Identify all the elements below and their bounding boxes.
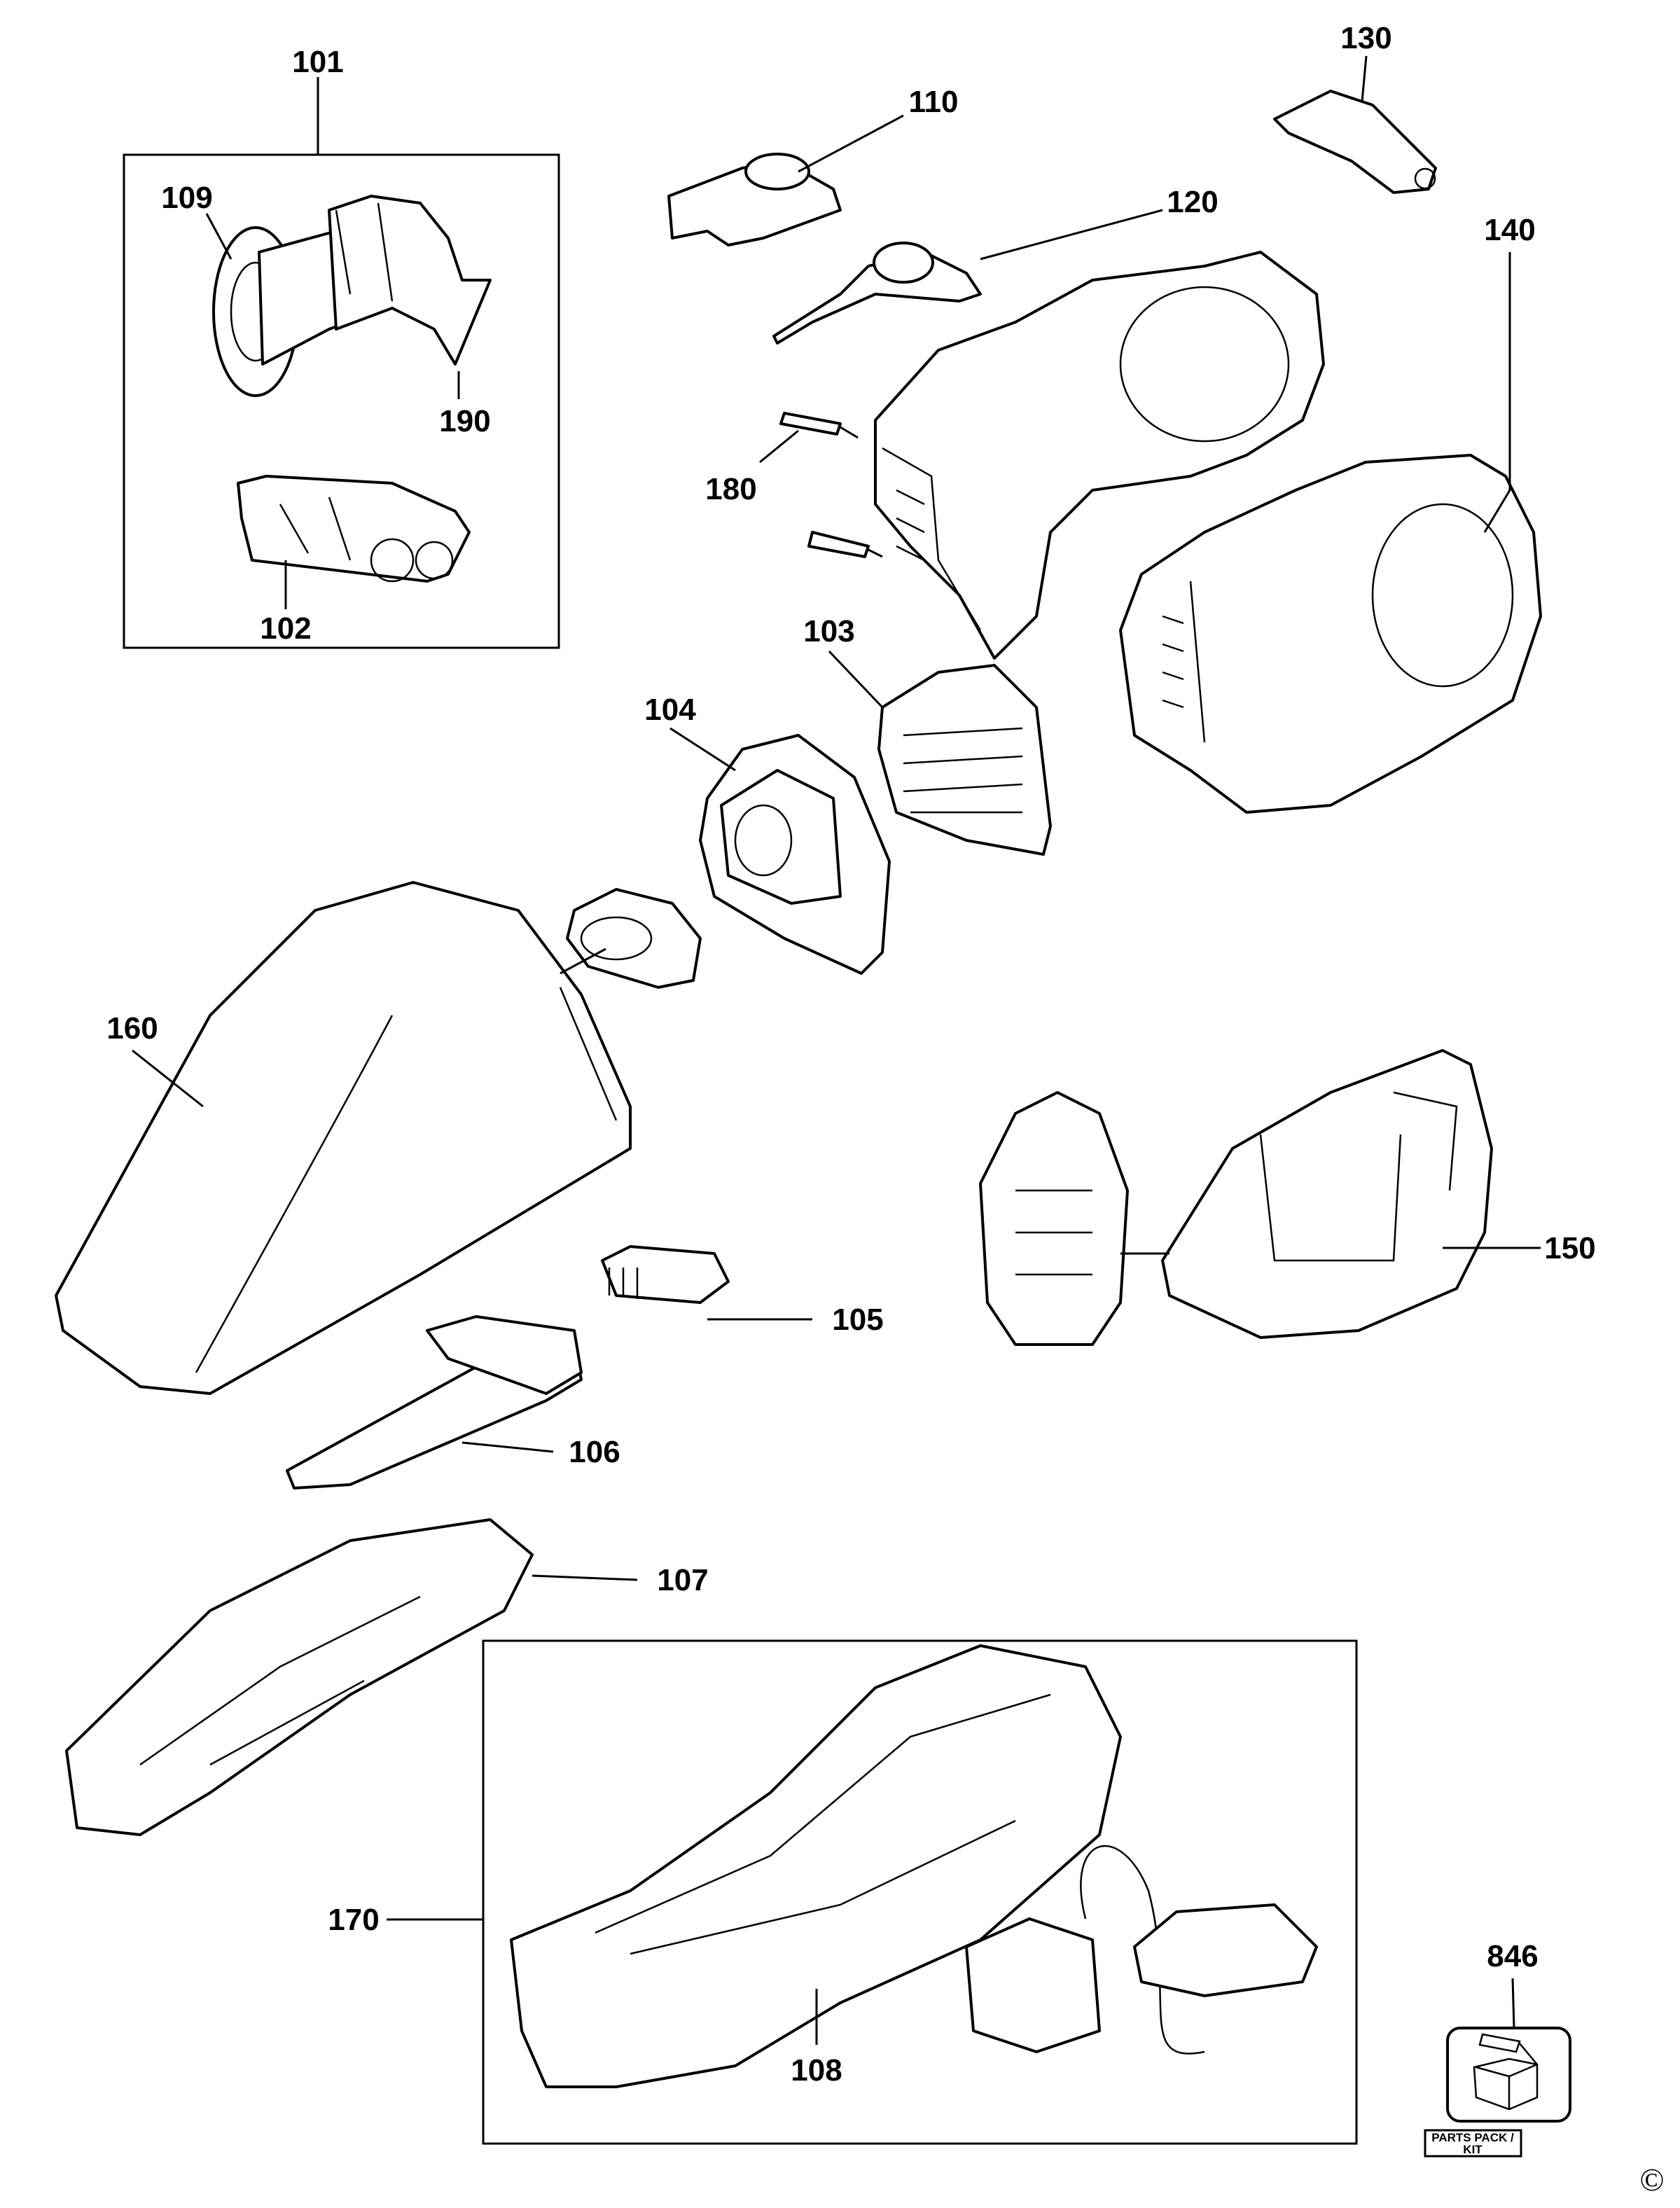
leader-170-108 [387,1918,818,2045]
part-180-screws[interactable] [779,412,870,558]
group-170-frame [482,1639,1358,2145]
label-110: 110 [909,85,959,119]
label-104: 104 [644,693,696,727]
leader-lines-101 [205,77,460,609]
part-107-tray[interactable] [65,1518,534,1836]
label-101: 101 [292,45,343,79]
part-charger-contacts[interactable] [1133,1903,1318,1997]
parts-pack-label-line1: PARTS PACK / [1431,2131,1514,2144]
part-130-latch[interactable] [1273,90,1437,194]
group-101-frame [123,153,560,649]
leader-140 [1483,252,1511,533]
leader-103 [828,650,884,709]
label-102: 102 [260,611,311,646]
label-120: 120 [1167,185,1218,219]
leader-120 [980,209,1163,261]
leader-130 [1361,55,1368,102]
parts-pack-label-box [1424,2129,1522,2158]
part-103-filter-grille[interactable] [877,664,1052,856]
label-103: 103 [803,614,854,648]
label-107: 107 [657,1563,708,1597]
part-106-crevice-tool[interactable] [286,1315,583,1490]
part-110-switch-slider[interactable] [667,153,842,247]
part-motor-housing-inner[interactable] [874,251,1325,660]
leader-106 [461,1441,554,1453]
parts-pack-label-line2: KIT [1463,2143,1483,2156]
part-102-battery-pack[interactable] [237,475,471,583]
part-150-charging-base[interactable] [1161,1049,1493,1339]
part-160-dust-bowl[interactable] [55,881,632,1395]
part-150-base-plate[interactable] [979,1091,1129,1346]
part-104-filter[interactable] [699,734,891,975]
part-filter-ring[interactable] [566,888,702,989]
part-120-switch-actuator[interactable] [772,242,982,345]
label-140: 140 [1484,213,1535,247]
copyright-mark: © [1640,2162,1665,2197]
part-140-outer-housing[interactable] [1119,454,1542,814]
leader-104 [669,727,736,772]
label-170: 170 [328,1903,379,1937]
part-charger-adapter[interactable] [965,1845,1205,2055]
label-109: 109 [161,181,212,215]
parts-pack-kit-icon[interactable] [1446,2027,1571,2123]
label-150: 150 [1544,1231,1595,1265]
label-105: 105 [832,1303,883,1337]
label-846: 846 [1487,1939,1538,1973]
leader-846 [1511,1978,1515,2029]
label-130: 130 [1340,21,1391,55]
label-160: 160 [106,1011,158,1046]
leader-110 [798,114,904,173]
part-108-charger-cradle[interactable] [510,1644,1122,2088]
part-190-motor-housing[interactable] [328,195,492,366]
leader-107 [532,1574,638,1581]
leader-150 [1120,1247,1541,1255]
label-108: 108 [791,2053,842,2088]
label-180: 180 [705,472,756,506]
part-105-brush[interactable] [601,1245,730,1304]
leader-160 [132,947,606,1108]
leader-180 [759,426,883,558]
label-106: 106 [569,1435,620,1469]
label-190: 190 [439,404,490,438]
